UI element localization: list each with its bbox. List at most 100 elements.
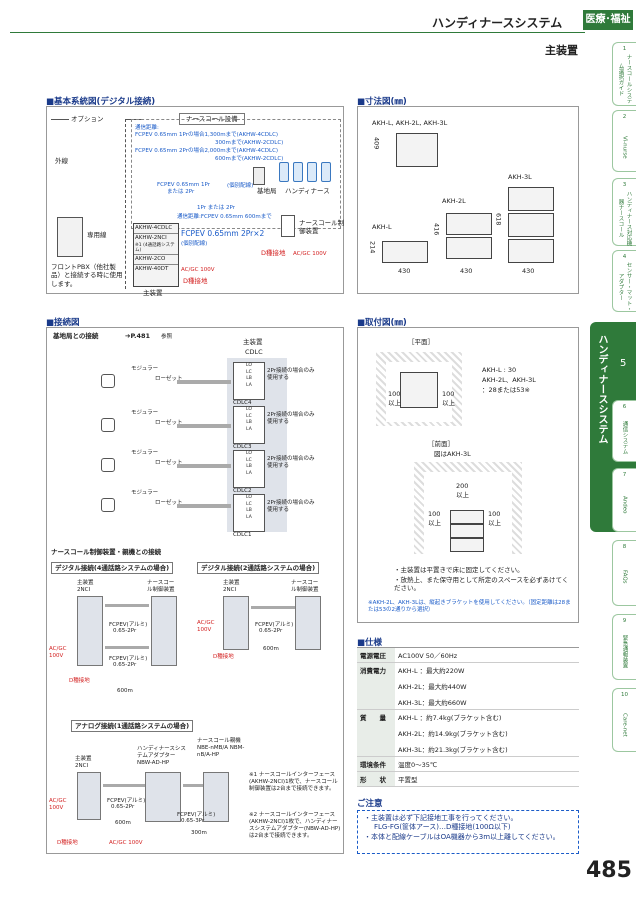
pin-lb: LB — [246, 376, 252, 381]
label-akhl: AKH-L — [372, 223, 392, 231]
rosette-label: ローゼット — [155, 500, 183, 506]
plan-unit — [400, 372, 438, 408]
mount-bullet-2-text: 放熱上、また保守用として所定のスペースを必ずあけてください。 — [394, 576, 569, 593]
conn-sub: 基地局との接続 — [53, 332, 99, 340]
an-len600: 600m — [115, 820, 131, 826]
caution-line: FLG-FG(筐体アース)…D種接地(100Ω以下) — [374, 823, 511, 832]
spec-key: 質 量 — [357, 709, 395, 757]
unit-2nci-note: ※1 (4通話路システム) — [134, 243, 178, 255]
an-fcpev-2: FCPEV(アルミ) — [177, 812, 216, 818]
caution-line: ・本体と配線ケーブルはOA機器から3m以上離してください。 — [364, 832, 560, 841]
an-parent-label: ナースコール親機 NBE-nMB/A NBM-nB/A-HP — [197, 738, 245, 758]
rosette-label: ローゼット — [155, 420, 183, 426]
conn-ref-suffix: 参照 — [161, 334, 173, 340]
dims-models: AKH-L, AKH-2L, AKH-3L — [372, 119, 448, 127]
an-parent-block — [203, 772, 229, 822]
section-title-conn: 接続図 — [46, 316, 80, 328]
label-akh3l: AKH-3L — [508, 173, 532, 181]
an-cable-2 — [183, 784, 203, 787]
analog-title: アナログ接続(1通話路システムの場合) — [71, 720, 194, 733]
unit-4cdlc: AKHW-4CDLC — [134, 224, 178, 234]
cdlc-name: CDLC1 — [233, 532, 252, 538]
spec-key: 形 状 — [357, 771, 395, 787]
modular-label: モジュラー — [131, 450, 159, 456]
conn-main: 主装置 — [243, 338, 263, 346]
d4-acgc: AC/GC 100V — [49, 646, 67, 659]
d4-spec-2: 0.65-2Pr — [113, 662, 137, 668]
dim-214: 214 — [368, 241, 377, 254]
base-station-icon — [253, 167, 265, 185]
pin-la: LA — [246, 382, 252, 388]
modular-label: モジュラー — [131, 366, 159, 372]
akh3l-unit-2 — [508, 213, 554, 237]
front-left-ijo: 以上 — [428, 519, 441, 527]
cdlc-name: CDLC3 — [233, 444, 252, 450]
front-right-100: 100 — [488, 510, 501, 518]
spec-row: 環境条件温度0～35℃ — [357, 756, 579, 772]
akh3l-unit-3 — [508, 239, 554, 263]
d4-dground: D種接地 — [69, 678, 90, 684]
modular-icon — [101, 458, 115, 472]
d4-length: 600m — [117, 688, 133, 694]
unit-2nci: AKHW-2NCI — [135, 234, 167, 241]
spec-value: 温度0～35℃ — [395, 756, 579, 772]
spec-key: 環境条件 — [357, 756, 395, 772]
d2-nc-label: ナースコール制御装置 — [291, 580, 319, 593]
main-unit-label: 主装置 — [143, 289, 163, 297]
d4-main-label: 主装置 2NCI — [77, 580, 94, 593]
cable-line — [177, 464, 231, 468]
d4-spec: 0.65-2Pr — [113, 628, 137, 634]
akh2l-unit-2 — [446, 237, 492, 259]
nursecall-equip-frame — [131, 119, 341, 229]
d4-main-block — [77, 596, 103, 666]
mount-bullet-2: ・放熱上、また保守用として所定のスペースを必ずあけてください。 — [394, 576, 569, 593]
handy-phone-icon-4 — [321, 162, 331, 182]
mount-note-3: ：28または53※ — [482, 386, 530, 394]
front-label: ［前面］ — [428, 440, 454, 448]
page-title: ハンディナースシステム — [432, 16, 563, 30]
front-top-200: 200 — [456, 482, 469, 490]
header-rule — [10, 32, 585, 33]
distance-5: 600mまで(AKHW-2CDLC) — [215, 156, 284, 162]
page-number: 485 — [586, 858, 632, 883]
dim-w3: 430 — [522, 267, 535, 275]
front-unit-2 — [450, 524, 484, 538]
front-unit-3 — [450, 538, 484, 552]
plan-right-ijo: 以上 — [442, 399, 455, 407]
an-dground: D種接地 — [57, 840, 78, 846]
caution-box: ・主装置は必ず下記接地工事を行ってください。 FLG-FG(筐体アース)…D種接… — [357, 810, 579, 854]
conn-cdlc: CDLC — [245, 348, 263, 356]
d2-main-label: 主装置 2NCI — [223, 580, 240, 593]
mount-bullet-1: ・主装置は平置きで床に固定してください。 — [394, 566, 524, 574]
option-label: オプション — [71, 115, 104, 123]
akh3l-unit-1 — [508, 187, 554, 211]
an-acgc: AC/GC 100V — [49, 798, 67, 811]
spec-row: 形 状平置型 — [357, 771, 579, 787]
handy-phone-icon-3 — [307, 162, 317, 182]
front-unit-1 — [450, 510, 484, 524]
pin-lo: LO — [246, 407, 252, 412]
d4-fcpev-2: FCPEV(アルミ) — [109, 656, 148, 662]
an-cable — [103, 784, 145, 787]
pin-lb: LB — [246, 508, 252, 513]
main-unit-stack: AKHW-4CDLC AKHW-2NCI ※1 (4通話路システム) AKHW-… — [133, 223, 179, 287]
kobetsu-label: (個別配線) — [227, 183, 254, 189]
acdc-label: AC/GC 100V — [293, 251, 327, 257]
d2-length: 600m — [263, 646, 279, 652]
d2-dground: D種接地 — [213, 654, 234, 660]
